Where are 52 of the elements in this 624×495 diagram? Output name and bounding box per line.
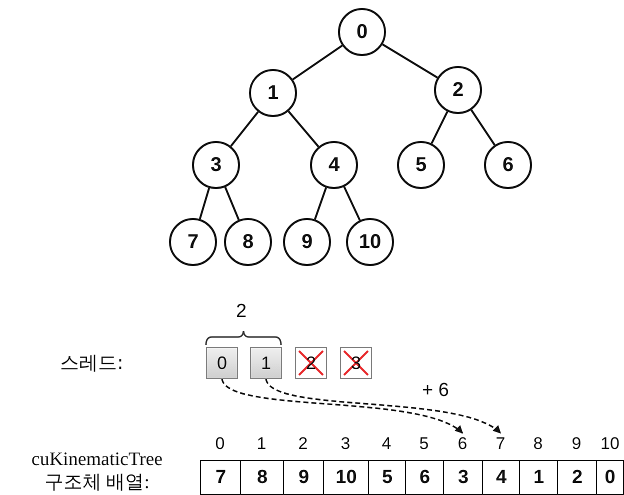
tree-node-circle: 9 bbox=[283, 218, 331, 266]
tree-node-circle: 3 bbox=[192, 141, 240, 189]
tree-edge bbox=[224, 186, 240, 220]
array-cell: 9 bbox=[283, 460, 324, 495]
tree-node-circle: 2 bbox=[434, 66, 482, 114]
index-number: 10 bbox=[600, 434, 620, 454]
tree-edge bbox=[292, 44, 343, 80]
thread-box: 1 bbox=[250, 347, 282, 379]
dashed-arrow bbox=[221, 378, 464, 434]
dashed-arrow bbox=[265, 378, 502, 434]
array-cell: 3 bbox=[443, 460, 484, 495]
array-cell: 7 bbox=[200, 460, 242, 495]
index-number: 8 bbox=[532, 434, 544, 454]
array-cell: 1 bbox=[519, 460, 558, 495]
array-cell: 0 bbox=[596, 460, 624, 495]
tree-edge bbox=[343, 186, 361, 221]
tree-node-circle: 0 bbox=[338, 8, 386, 56]
tree-edge bbox=[230, 111, 259, 147]
crossed-out-number: 2 bbox=[306, 352, 316, 374]
index-number: 3 bbox=[340, 434, 352, 454]
tree-node-circle: 8 bbox=[224, 218, 272, 266]
index-number: 2 bbox=[297, 434, 309, 454]
tree-edge bbox=[470, 109, 496, 146]
array-cell: 5 bbox=[368, 460, 406, 495]
tree-edge bbox=[288, 110, 320, 148]
index-number: 4 bbox=[380, 434, 392, 454]
tree-node-circle: 4 bbox=[310, 141, 358, 189]
index-number: 1 bbox=[256, 434, 268, 454]
index-number: 6 bbox=[456, 434, 468, 454]
array-cell: 6 bbox=[405, 460, 444, 495]
array-cell: 2 bbox=[557, 460, 598, 495]
tree-edge bbox=[382, 44, 438, 78]
tree-edge bbox=[198, 188, 210, 220]
row-label: 스레드: bbox=[60, 351, 124, 376]
thread-box: 0 bbox=[206, 347, 238, 379]
row-label: cuKinematicTree 구조체 배열: bbox=[30, 448, 164, 494]
brace-label: 2 bbox=[236, 301, 247, 323]
tree-node-circle: 6 bbox=[484, 141, 532, 189]
index-number: 9 bbox=[570, 434, 582, 454]
crossed-out-number: 3 bbox=[350, 352, 361, 374]
tree-node-circle: 7 bbox=[169, 218, 217, 266]
tree-edge bbox=[314, 187, 327, 220]
tree-node-circle: 1 bbox=[249, 69, 297, 117]
index-number: 5 bbox=[418, 434, 430, 454]
array-cell: 10 bbox=[323, 460, 370, 495]
array-cell: 8 bbox=[240, 460, 284, 495]
tree-node-circle: 10 bbox=[346, 218, 394, 266]
tree-node-circle: 5 bbox=[397, 141, 445, 189]
array-cell: 4 bbox=[482, 460, 520, 495]
index-number: 0 bbox=[214, 434, 226, 454]
index-number: 7 bbox=[494, 434, 506, 454]
tree-edge bbox=[430, 111, 448, 144]
